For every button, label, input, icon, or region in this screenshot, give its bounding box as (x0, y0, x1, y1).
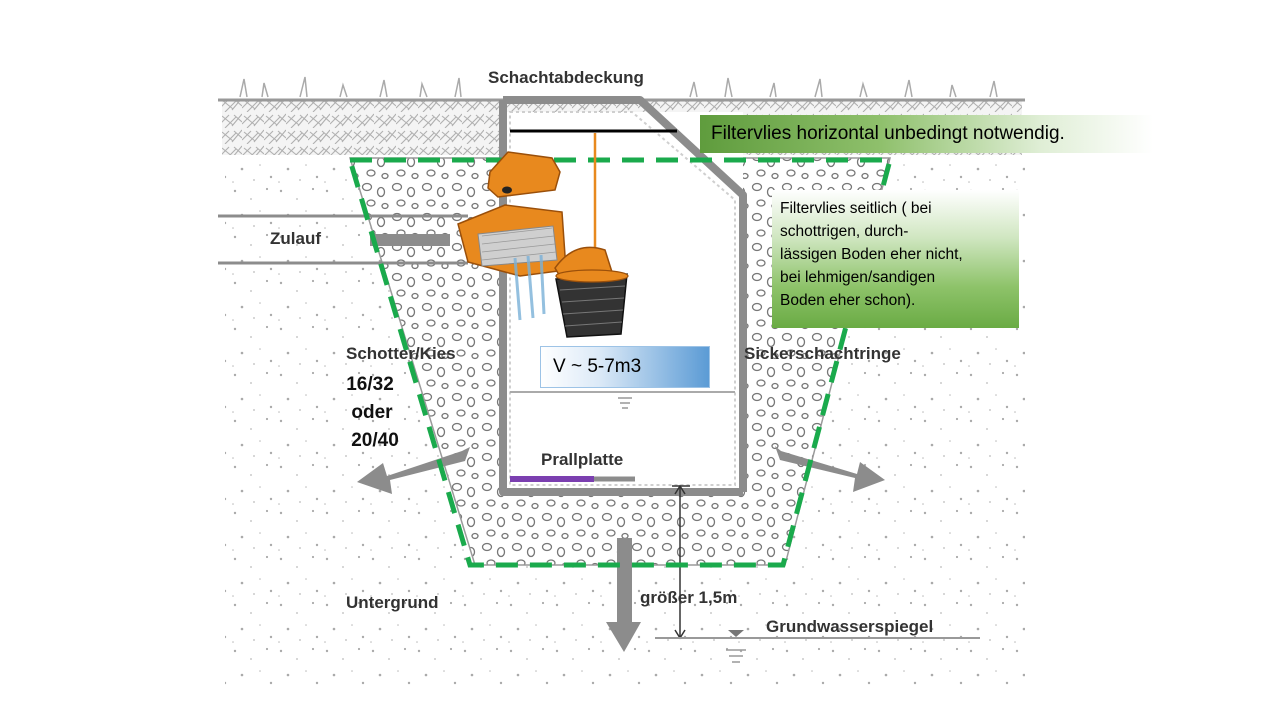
label-sickerschachtringe: Sickerschachtringe (744, 344, 901, 363)
label-untergrund: Untergrund (346, 593, 439, 612)
annotation-volume: V ~ 5-7m3 (540, 346, 710, 388)
outflow-arrow-right (775, 446, 885, 492)
label-prallplatte: Prallplatte (541, 450, 624, 469)
zulauf-flow-arrow (370, 234, 450, 246)
filter-unit-icon (457, 133, 629, 338)
label-zulauf: Zulauf (270, 229, 321, 248)
water-level-symbol (618, 397, 632, 409)
grundwasser-symbol (726, 649, 746, 663)
outflow-arrow-left (357, 447, 470, 494)
gravel-size-1: 16/32 (346, 374, 394, 395)
label-schachtabdeckung: Schachtabdeckung (488, 68, 644, 87)
annotation-filtervlies-seitlich: Filtervlies seitlich ( bei schottrigen, … (772, 190, 1019, 328)
annotation-filtervlies-horizontal: Filtervlies horizontal unbedingt notwend… (700, 115, 1153, 153)
grass-tufts (239, 76, 998, 98)
filtervlies-boundary (346, 157, 894, 568)
outflow-arrow-down (606, 538, 641, 652)
grundwasser-triangle (728, 630, 744, 637)
label-schotter-kies: Schotter/Kies (346, 344, 456, 363)
gravel-size-2: 20/40 (351, 430, 399, 451)
label-grundwasserspiegel: Grundwasserspiegel (766, 617, 934, 636)
gravel-size-or: oder (351, 402, 393, 423)
label-groesser: größer 1,5m (640, 588, 738, 607)
